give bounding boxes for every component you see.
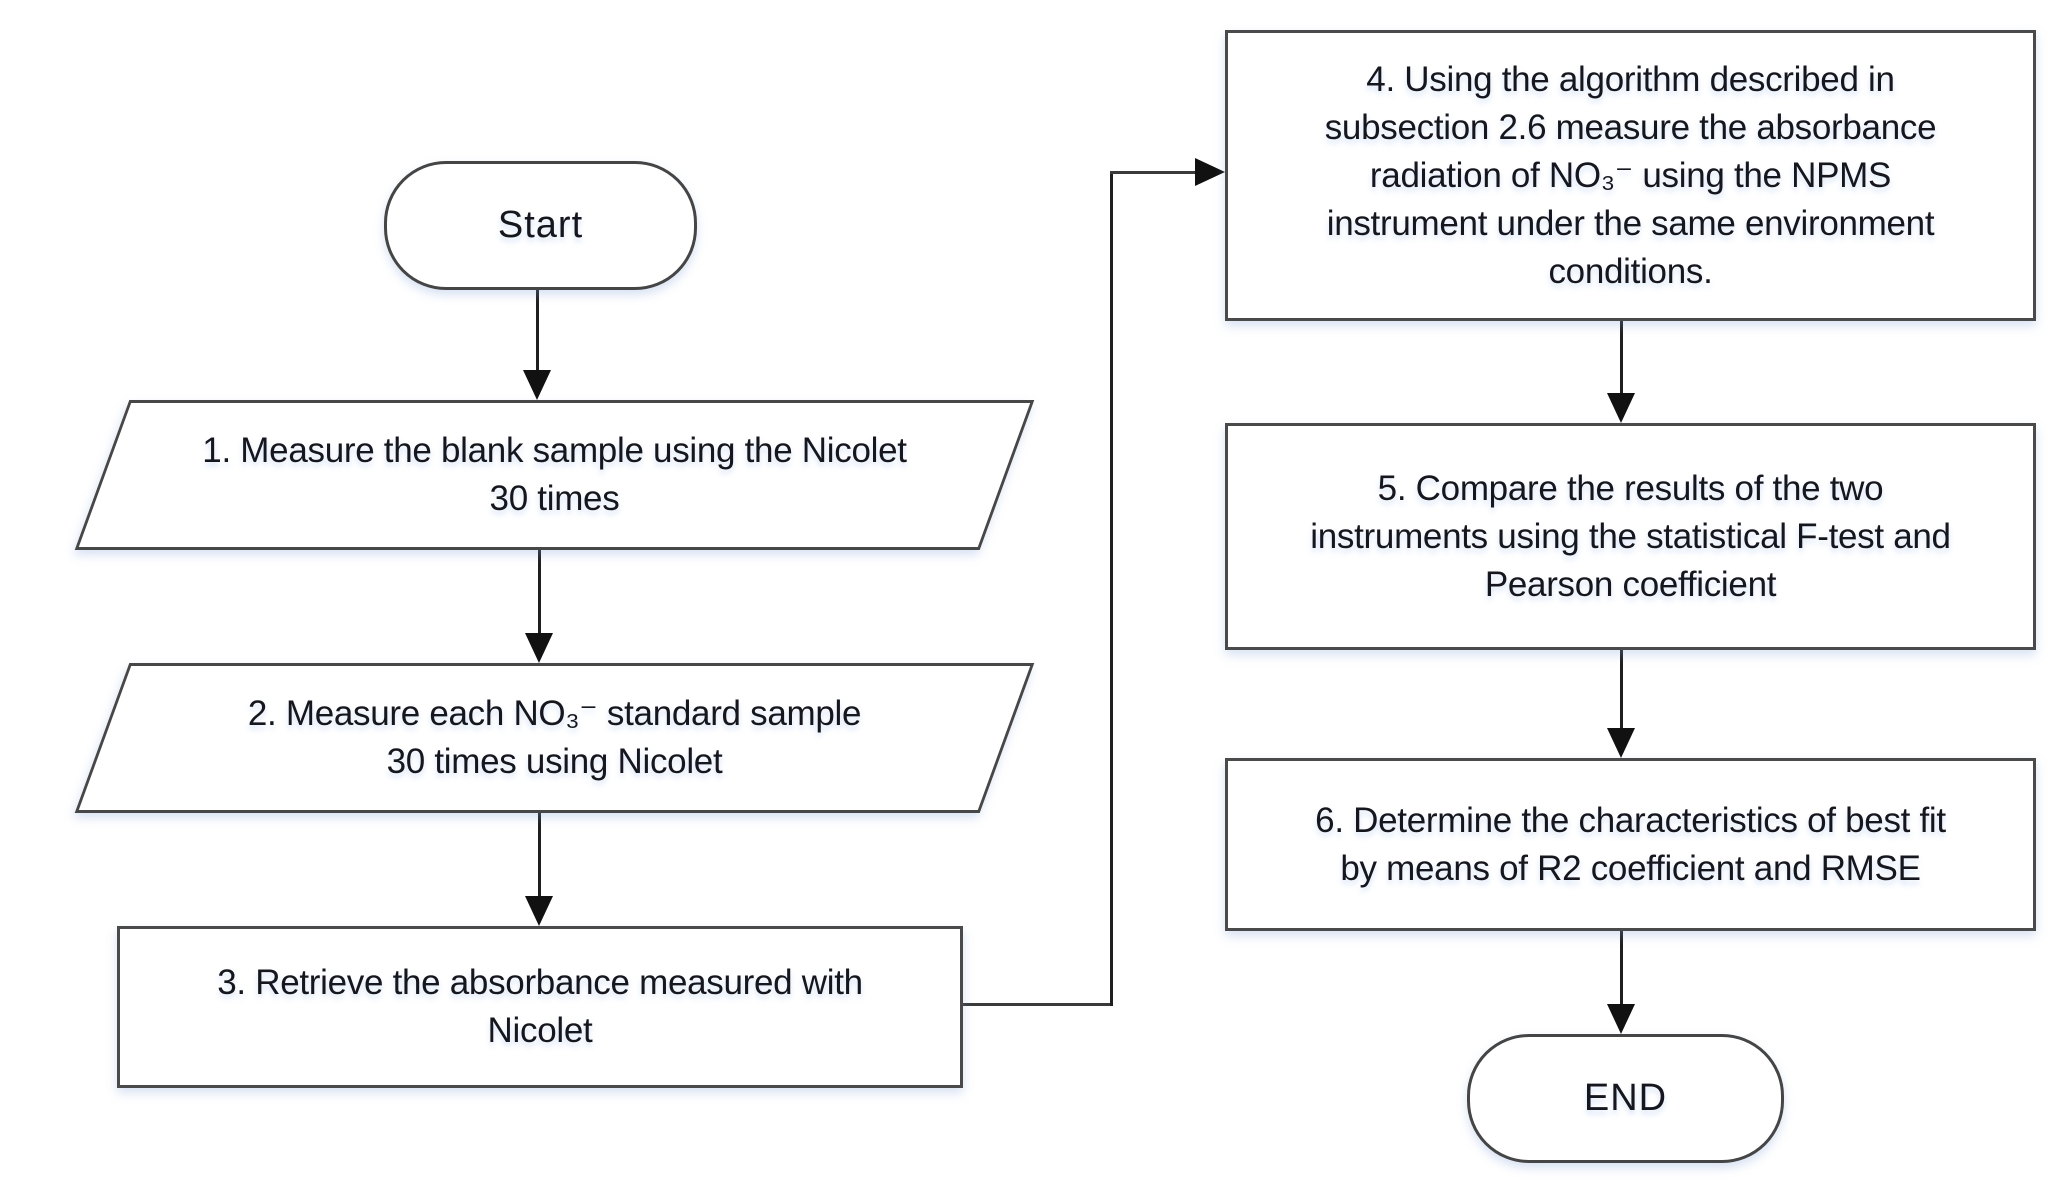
io-step1-node: 1. Measure the blank sample using the Ni…: [74, 400, 1035, 550]
elbow-step3-to-step4-head: [1195, 158, 1225, 186]
process-step6-node: 6. Determine the characteristics of best…: [1225, 758, 2036, 931]
process-step4-line3: radiation of NO₃⁻ using the NPMS: [1369, 155, 1892, 195]
process-step6-line2: by means of R2 coefficient and RMSE: [1340, 848, 1921, 888]
arrow-step4-to-step5-line: [1620, 315, 1623, 395]
arrow-step6-to-end-head: [1607, 1004, 1635, 1034]
arrow-start-to-step1-line: [536, 284, 539, 372]
io-step2-line2: 30 times using Nicolet: [386, 742, 723, 781]
process-step5-line3: Pearson coefficient: [1484, 564, 1777, 604]
process-step6-line1: 6. Determine the characteristics of best…: [1315, 800, 1946, 840]
arrow-step5-to-step6-line: [1620, 644, 1623, 730]
arrow-step5-to-step6-head: [1607, 728, 1635, 758]
process-step5-line1: 5. Compare the results of the two: [1377, 468, 1884, 508]
io-step2-text: 2. Measure each NO₃⁻ standard sample 30 …: [102, 663, 1007, 813]
process-step3-node: 3. Retrieve the absorbance measured with…: [117, 926, 963, 1088]
arrow-start-to-step1-head: [523, 370, 551, 400]
process-step4-line5: conditions.: [1548, 251, 1713, 291]
io-step1-text: 1. Measure the blank sample using the Ni…: [102, 400, 1007, 550]
io-step2-node: 2. Measure each NO₃⁻ standard sample 30 …: [74, 663, 1035, 813]
start-node: Start: [384, 161, 697, 290]
arrow-step4-to-step5-head: [1607, 393, 1635, 423]
io-step1-line2: 30 times: [489, 479, 620, 518]
process-step4-node: 4. Using the algorithm described in subs…: [1225, 30, 2036, 321]
elbow-step3-to-step4-vertical-segment: [1110, 171, 1113, 1006]
io-step2-line1: 2. Measure each NO₃⁻ standard sample: [247, 694, 862, 733]
process-step6-text: 6. Determine the characteristics of best…: [1228, 761, 2033, 928]
start-label: Start: [497, 204, 584, 246]
process-step4-line2: subsection 2.6 measure the absorbance: [1324, 107, 1937, 147]
elbow-step3-to-step4-bottom-segment: [957, 1003, 1113, 1006]
arrow-step1-to-step2-head: [525, 633, 553, 663]
process-step5-node: 5. Compare the results of the two instru…: [1225, 423, 2036, 650]
elbow-step3-to-step4-top-segment: [1110, 171, 1197, 174]
process-step4-line4: instrument under the same environment: [1326, 203, 1935, 243]
end-node: END: [1467, 1034, 1784, 1163]
process-step4-text: 4. Using the algorithm described in subs…: [1228, 33, 2033, 318]
arrow-step2-to-step3-head: [525, 896, 553, 926]
process-step3-line2: Nicolet: [487, 1011, 593, 1050]
process-step3-text: 3. Retrieve the absorbance measured with…: [120, 929, 960, 1085]
arrow-step1-to-step2-line: [538, 550, 541, 635]
process-step5-line2: instruments using the statistical F-test…: [1310, 516, 1951, 556]
process-step4-line1: 4. Using the algorithm described in: [1366, 59, 1895, 99]
process-step5-text: 5. Compare the results of the two instru…: [1228, 426, 2033, 647]
io-step1-line1: 1. Measure the blank sample using the Ni…: [202, 431, 907, 470]
process-step3-line1: 3. Retrieve the absorbance measured with: [217, 963, 863, 1002]
arrow-step6-to-end-line: [1620, 925, 1623, 1006]
arrow-step2-to-step3-line: [538, 813, 541, 898]
end-label: END: [1583, 1077, 1668, 1119]
